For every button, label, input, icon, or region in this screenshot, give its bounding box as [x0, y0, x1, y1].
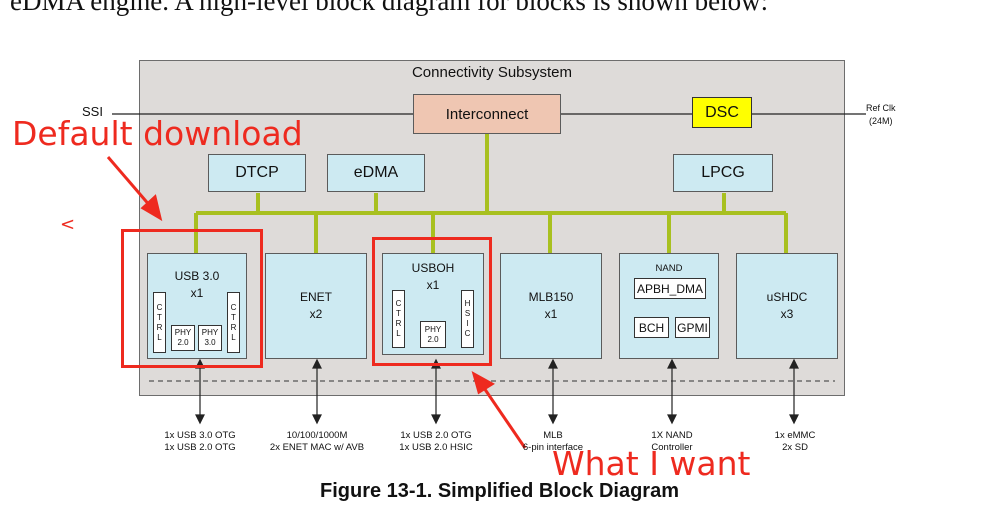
lpcg-block: LPCG: [673, 154, 773, 192]
bch-box: BCH: [634, 317, 669, 338]
subsystem-title: Connectivity Subsystem: [411, 64, 573, 81]
nand-block: NAND: [619, 253, 719, 359]
ref-clk-label: Ref Clk (24M): [866, 102, 896, 128]
dtcp-label: DTCP: [235, 164, 279, 181]
default-download-annotation: Default download: [12, 114, 303, 153]
annotation-arrows: [106, 156, 527, 449]
mlb150-block: MLB150 x1: [500, 253, 602, 359]
interconnect-block: Interconnect: [413, 94, 561, 134]
dsc-label: DSC: [705, 103, 739, 121]
ref-clk-line1: Ref Clk: [866, 103, 896, 113]
stray-less-than-mark: <: [60, 214, 76, 235]
intro-text: eDMA engine. A high-level block diagram …: [10, 0, 769, 16]
usboh-count: x1: [426, 278, 440, 292]
gpmi-label: GPMI: [677, 320, 708, 335]
apbh-dma-label: APBH_DMA: [636, 281, 704, 296]
gpmi-box: GPMI: [675, 317, 710, 338]
edma-block: eDMA: [327, 154, 425, 192]
dsc-block: DSC: [692, 97, 752, 128]
enet-count: x2: [309, 307, 323, 321]
bch-label: BCH: [638, 320, 665, 335]
io-arrows: [195, 358, 799, 425]
ref-clk-line2: (24M): [869, 116, 893, 126]
what-i-want-annotation: What I want: [552, 444, 751, 483]
interconnect-label: Interconnect: [445, 105, 529, 123]
usboh-title: USBOH: [411, 261, 455, 275]
usb3-count: x1: [190, 286, 204, 300]
mlb150-title: MLB150: [528, 290, 574, 304]
system-bus: [194, 134, 788, 253]
default-download-highlight: [121, 229, 263, 368]
apbh-dma-box: APBH_DMA: [634, 278, 706, 299]
dtcp-block: DTCP: [208, 154, 306, 192]
ushdc-count: x3: [780, 307, 794, 321]
ushdc-title: uSHDC: [766, 290, 808, 304]
mlb150-count: x1: [544, 307, 558, 321]
nand-title: NAND: [655, 263, 683, 274]
edma-label: eDMA: [353, 164, 399, 181]
usb3-title: USB 3.0: [174, 269, 220, 283]
enet-block: ENET x2: [265, 253, 367, 359]
lpcg-label: LPCG: [701, 164, 745, 181]
ushdc-block: uSHDC x3: [736, 253, 838, 359]
figure-caption: Figure 13-1. Simplified Block Diagram: [320, 480, 679, 502]
what-i-want-highlight: [372, 237, 492, 366]
ssi-label: SSI: [82, 104, 103, 119]
enet-title: ENET: [299, 290, 332, 304]
